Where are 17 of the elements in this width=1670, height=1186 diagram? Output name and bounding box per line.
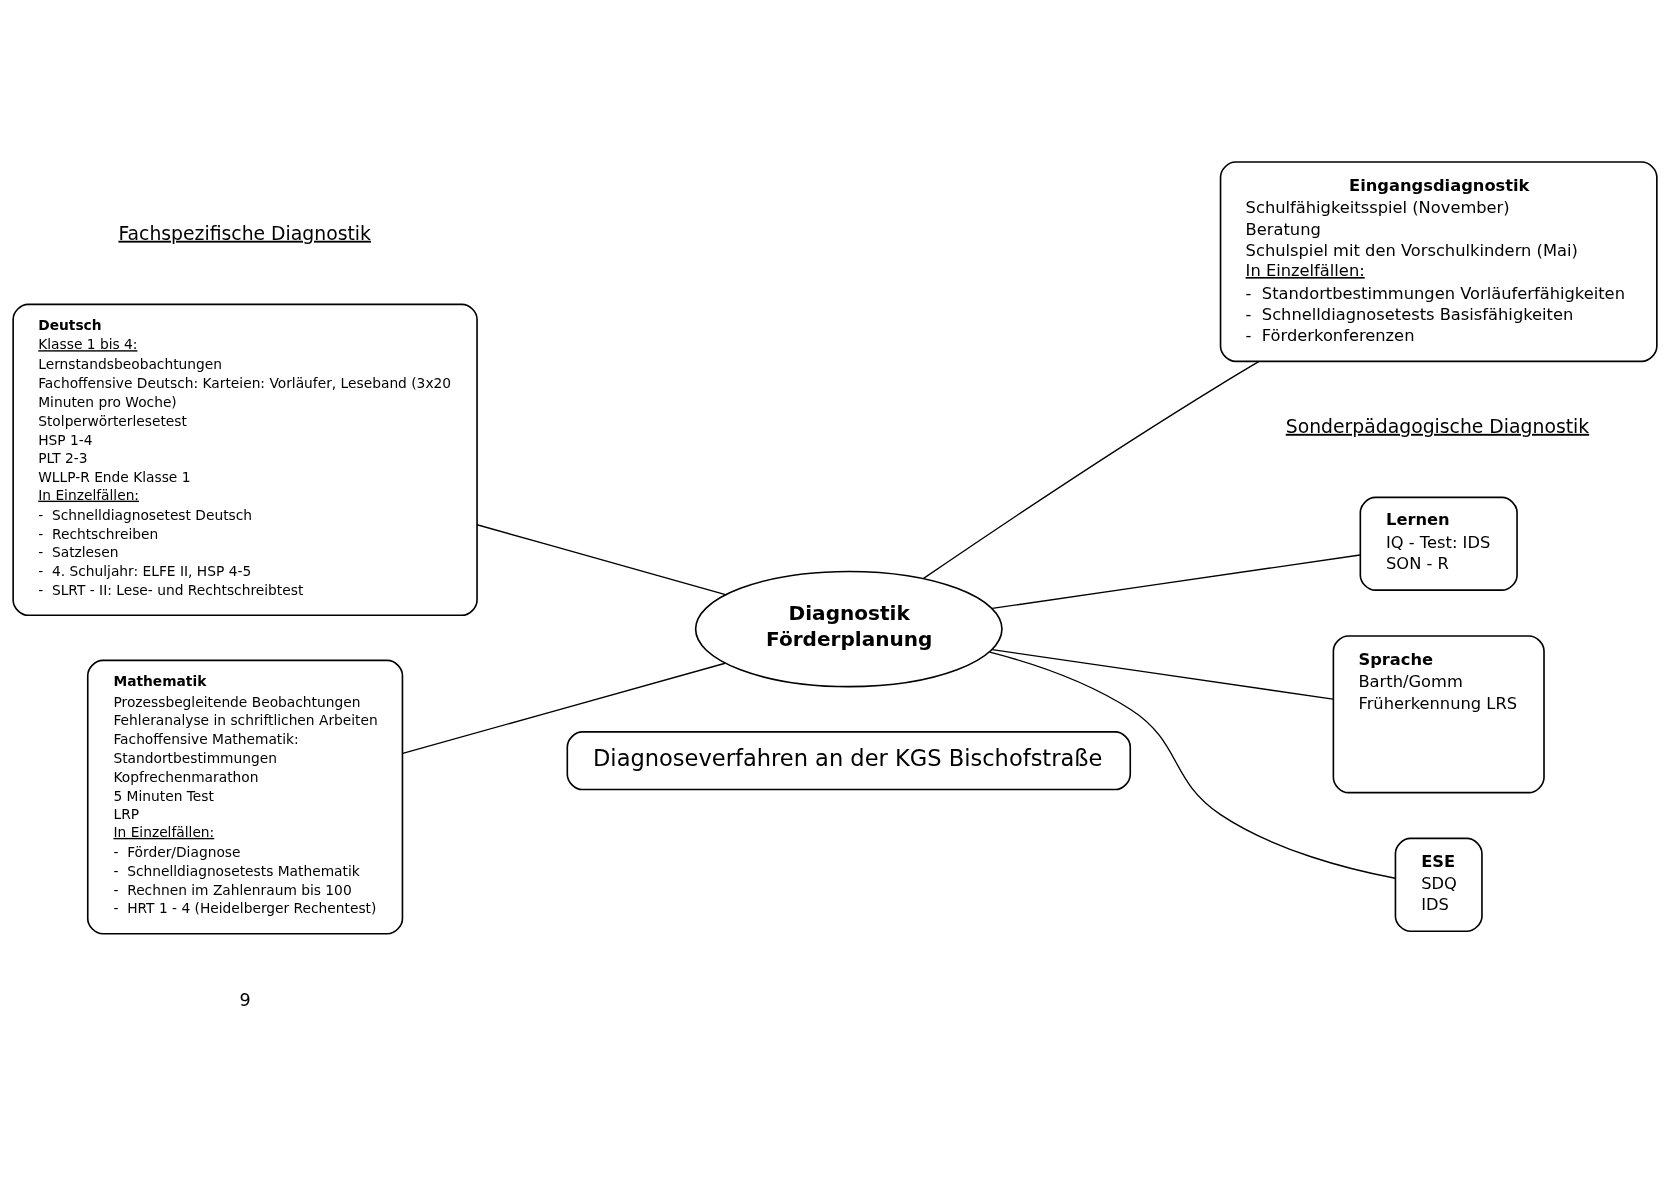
connector (402, 662, 726, 755)
label: 9 (239, 990, 251, 1011)
connector (991, 649, 1334, 700)
label: Fachspezifische Diagnostik (118, 222, 371, 244)
connector (476, 524, 727, 596)
node-box: ESE SDQ IDS (1394, 837, 1483, 933)
node-box: Lernen IQ - Test: IDS SON - R (1359, 496, 1518, 591)
node-ellipse: Diagnostik Förderplanung (694, 570, 1003, 688)
node-box: Deutsch Klasse 1 bis 4: Lernstandsbeobachtungen Fachoffensive Deutsch: Karteien: Vorläufer, Leseband (3x20 Minuten pro Woche) Stolperwörterlesetest HSP 1-4 PLT 2-3 WLLP-R Ende Klasse 1 In Einzelfällen: - Schnelldiagnosetest Deutsch - Rechtschreiben - Satzlesen - 4. Schuljahr: ELFE II, HSP 4-5 - SLRT - II: Lese- und Rechtschreibtest (12, 303, 478, 617)
label: Sonderpädagogische Diagnostik (1285, 415, 1590, 437)
node-box: Diagnoseverfahren an der KGS Bischofstraße (566, 731, 1132, 791)
connector (991, 554, 1361, 610)
connector (989, 651, 1396, 879)
node-box: Sprache Barth/Gomm Früherkennung LRS (1332, 635, 1545, 794)
node-box: Mathematik Prozessbegleitende Beobachtungen Fehleranalyse in schriftlichen Arbeiten Fachoffensive Mathematik: Standortbestimmungen Kopfrechenmarathon 5 Minuten Test LRP In Einzelfällen: - Förder/Diagnose - Schnelldiagnosetests Mathematik - Rechnen im Zahlenraum bis 100 - HRT 1 - 4 (Heidelberger Rechentest) (86, 659, 404, 935)
node-box: Eingangsdiagnostik Schulfähigkeitsspiel (November) Beratung Schulspiel mit den Vorschulkindern (Mai) In Einzelfällen: - Standortbestimmungen Vorläuferfähigkeiten - Schnelldiagnosetests Basisfähigkeiten - Förderkonferenzen (1219, 161, 1658, 363)
connector (922, 360, 1260, 580)
